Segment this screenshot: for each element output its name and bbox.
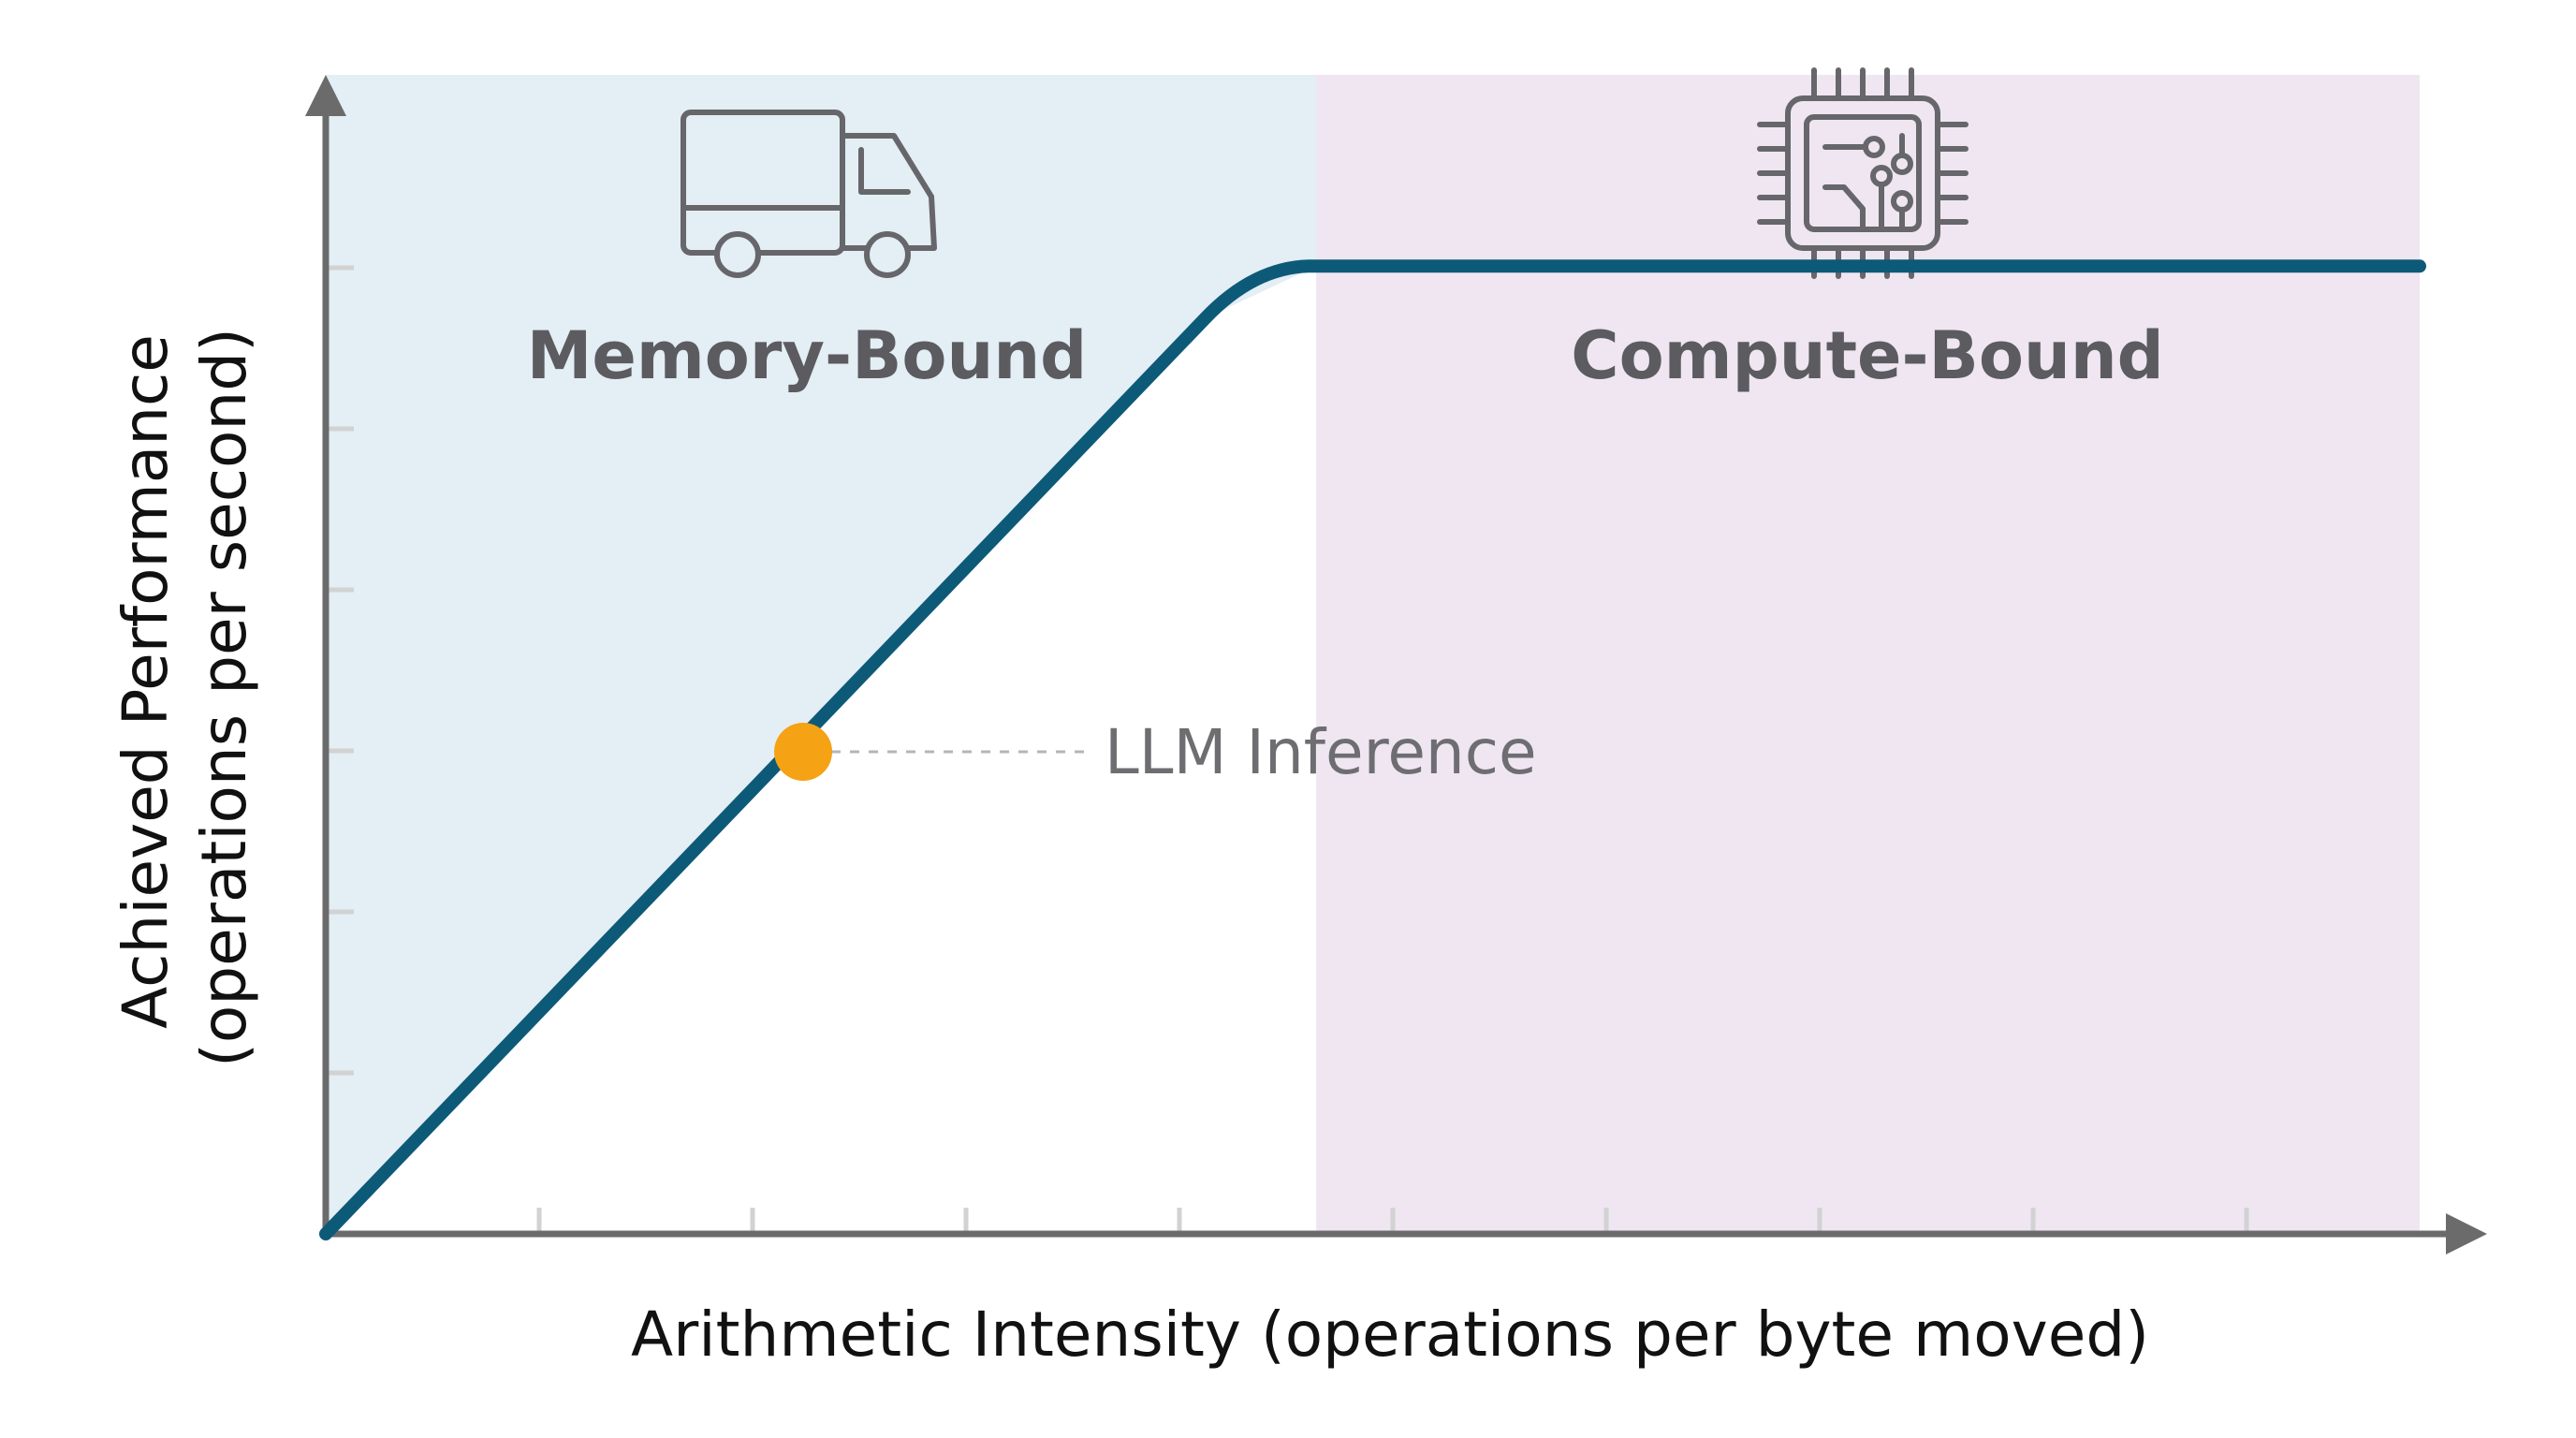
series-layer xyxy=(319,259,2426,1240)
chip-node-3 xyxy=(1891,190,1913,213)
icons-layer xyxy=(681,67,1969,279)
memory-bound-label: Memory-Bound xyxy=(527,317,1088,394)
axes-layer xyxy=(305,75,2487,1255)
roofline-line xyxy=(319,259,2426,1240)
chip-node-1 xyxy=(1863,136,1885,158)
truck-wheel-rear xyxy=(714,231,761,278)
truck-icon xyxy=(681,110,937,278)
ticks-layer xyxy=(326,265,2249,1234)
truck-wheel-front xyxy=(864,231,911,278)
x-axis-title: Arithmetic Intensity (operations per byt… xyxy=(631,1299,2149,1371)
truck-cab xyxy=(840,133,937,251)
chip-node-4 xyxy=(1891,153,1913,175)
y-axis-arrow xyxy=(305,75,346,116)
compute-bound-label: Compute-Bound xyxy=(1571,317,2164,394)
llm-inference-marker xyxy=(774,722,833,781)
y-axis-title-line1: Achieved Performance xyxy=(110,334,182,1029)
x-axis-arrow xyxy=(2446,1213,2487,1255)
chip-node-2 xyxy=(1870,165,1893,187)
chip-trace-2 xyxy=(1822,184,1866,232)
y-axis-title-line2: (operations per second) xyxy=(188,328,260,1067)
llm-inference-label: LLM Inference xyxy=(1105,716,1537,788)
truck-window xyxy=(858,147,911,195)
regions-layer xyxy=(326,75,2420,1234)
